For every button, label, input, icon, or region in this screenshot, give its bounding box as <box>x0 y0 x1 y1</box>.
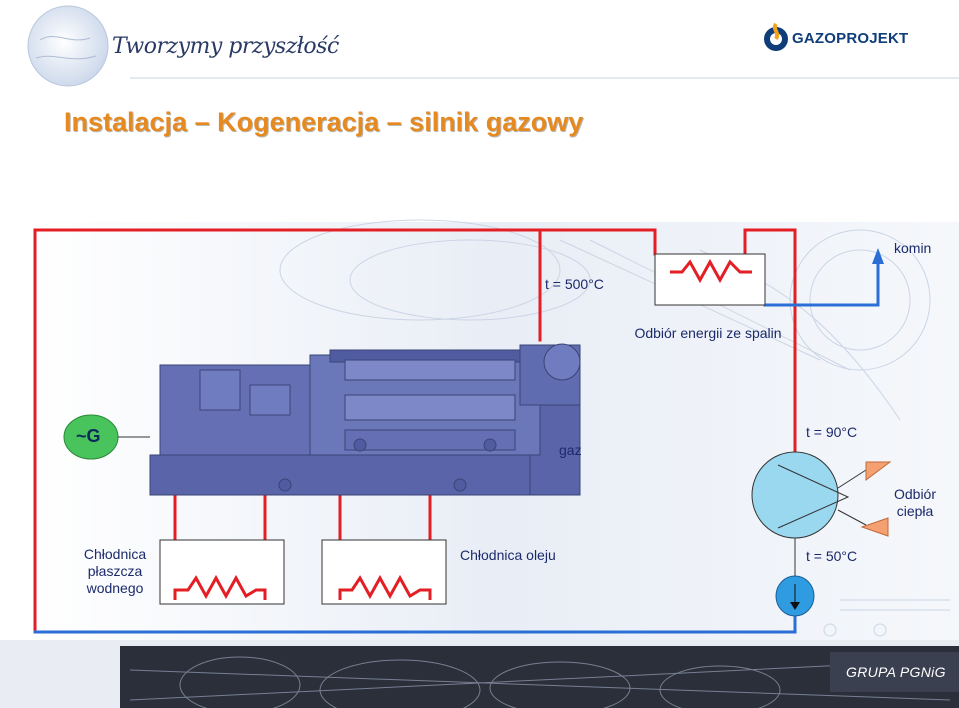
return-temperature-label: t = 50°C <box>806 548 858 564</box>
chimney-label: komin <box>894 240 932 256</box>
gas-label: gaz <box>559 442 582 458</box>
exhaust-temperature-label: t = 500°C <box>545 276 604 292</box>
pgnig-logo-text: GRUPA PGNiG <box>846 664 946 680</box>
gas-engine <box>149 343 581 496</box>
gazoprojekt-logo-icon <box>764 22 788 51</box>
generator-label: ~G <box>76 426 101 446</box>
jacket-cooler-label: Chłodnica płaszcza wodnego <box>83 546 147 596</box>
heat-in-arrow <box>860 517 889 537</box>
slogan-logo: Tworzymy przyszłość <box>112 34 339 59</box>
return-pipe <box>33 610 797 634</box>
heat-out-arrow <box>865 461 892 481</box>
chimney-pipe <box>763 260 880 307</box>
hot-water-temperature-label: t = 90°C <box>806 424 858 440</box>
oil-cooler-label: Chłodnica oleju <box>460 547 556 563</box>
exhaust-return-pipe <box>743 228 797 482</box>
jacket-cooler-box <box>159 539 285 605</box>
heat-output-exchanger <box>751 451 839 539</box>
page-title: Instalacja – Kogeneracja – silnik gazowy <box>64 107 584 137</box>
oil-cooler-box <box>321 539 447 605</box>
hot-water-pipe <box>33 228 657 634</box>
company-logo-text: GAZOPROJEKT <box>792 30 909 47</box>
exhaust-recovery-label: Odbiór energii ze spalin <box>634 325 782 341</box>
heat-output-label: Odbiór ciepła <box>893 486 937 519</box>
